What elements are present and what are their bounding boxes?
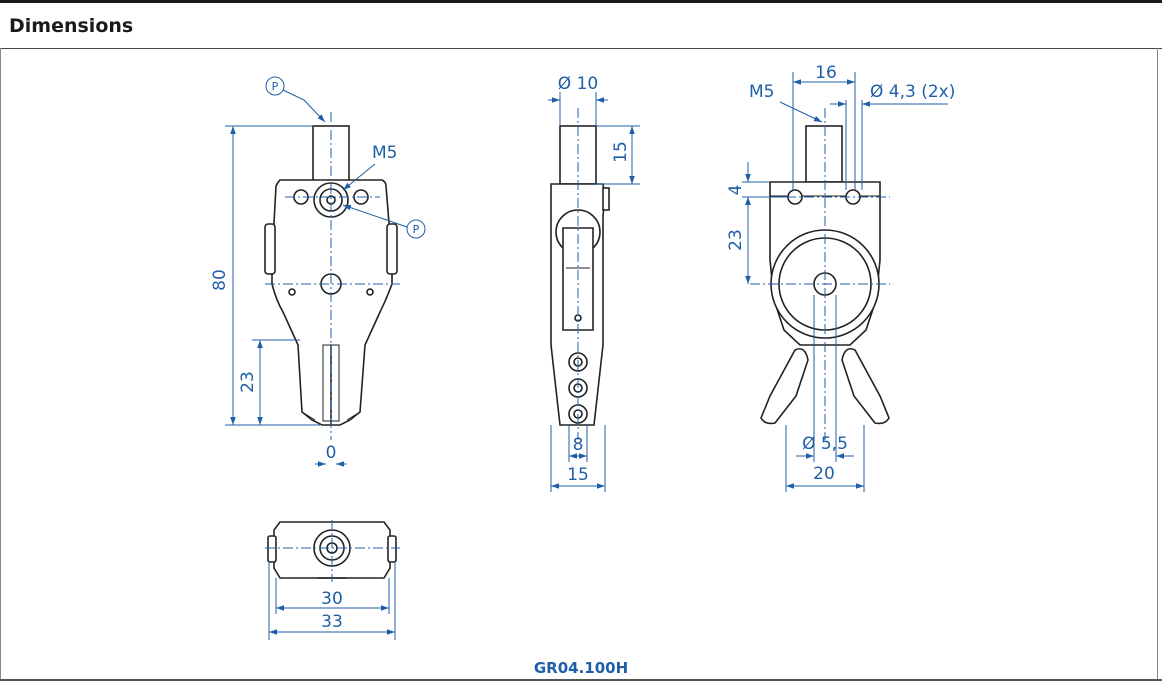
dim-top-inner: 30 — [321, 589, 343, 609]
dim-side-finger-w: 8 — [573, 435, 584, 455]
dim-back-center-off: 23 — [726, 229, 746, 251]
frame-right-border — [1157, 48, 1158, 680]
top-border — [0, 0, 1162, 3]
dim-back-bore: Ø 5,5 — [802, 434, 848, 454]
back-finger-left — [760, 347, 809, 425]
back-view: 16 Ø 4,3 (2x) M5 4 23 Ø 5,5 20 — [726, 63, 955, 492]
label-back-thread: M5 — [749, 82, 774, 102]
dim-top-outer: 33 — [321, 612, 343, 632]
front-side-tab-right — [386, 223, 398, 275]
dim-side-shaft-dia: Ø 10 — [558, 74, 598, 94]
front-view: 80 23 0 M5 P P — [210, 76, 426, 467]
top-view: 30 33 — [265, 520, 400, 640]
section-title: Dimensions — [9, 15, 134, 37]
dim-front-height: 80 — [210, 269, 230, 291]
side-view: Ø 10 15 8 15 — [548, 74, 640, 492]
svg-text:P: P — [413, 223, 420, 236]
dim-front-finger: 23 — [238, 371, 258, 393]
dim-back-width: 20 — [813, 464, 835, 484]
front-side-tab-left — [264, 223, 276, 275]
dim-side-shaft-len: 15 — [611, 141, 631, 163]
back-shaft — [805, 125, 843, 183]
marker-p-top — [265, 76, 285, 96]
svg-text:P: P — [272, 80, 279, 93]
part-number-caption: GR04.100H — [533, 659, 629, 677]
label-front-thread: M5 — [372, 143, 397, 163]
dim-back-holes: Ø 4,3 (2x) — [870, 82, 955, 102]
dim-side-width: 15 — [567, 465, 589, 485]
dim-back-top-off: 4 — [726, 185, 746, 196]
dim-back-hole-spacing: 16 — [815, 63, 837, 83]
marker-p-side — [406, 219, 426, 239]
bottom-border — [0, 679, 1162, 681]
dim-front-zero: 0 — [326, 443, 337, 463]
header-divider — [0, 48, 1162, 49]
back-finger-right — [841, 347, 890, 425]
front-body — [271, 179, 393, 426]
frame-left-border — [0, 48, 1, 680]
